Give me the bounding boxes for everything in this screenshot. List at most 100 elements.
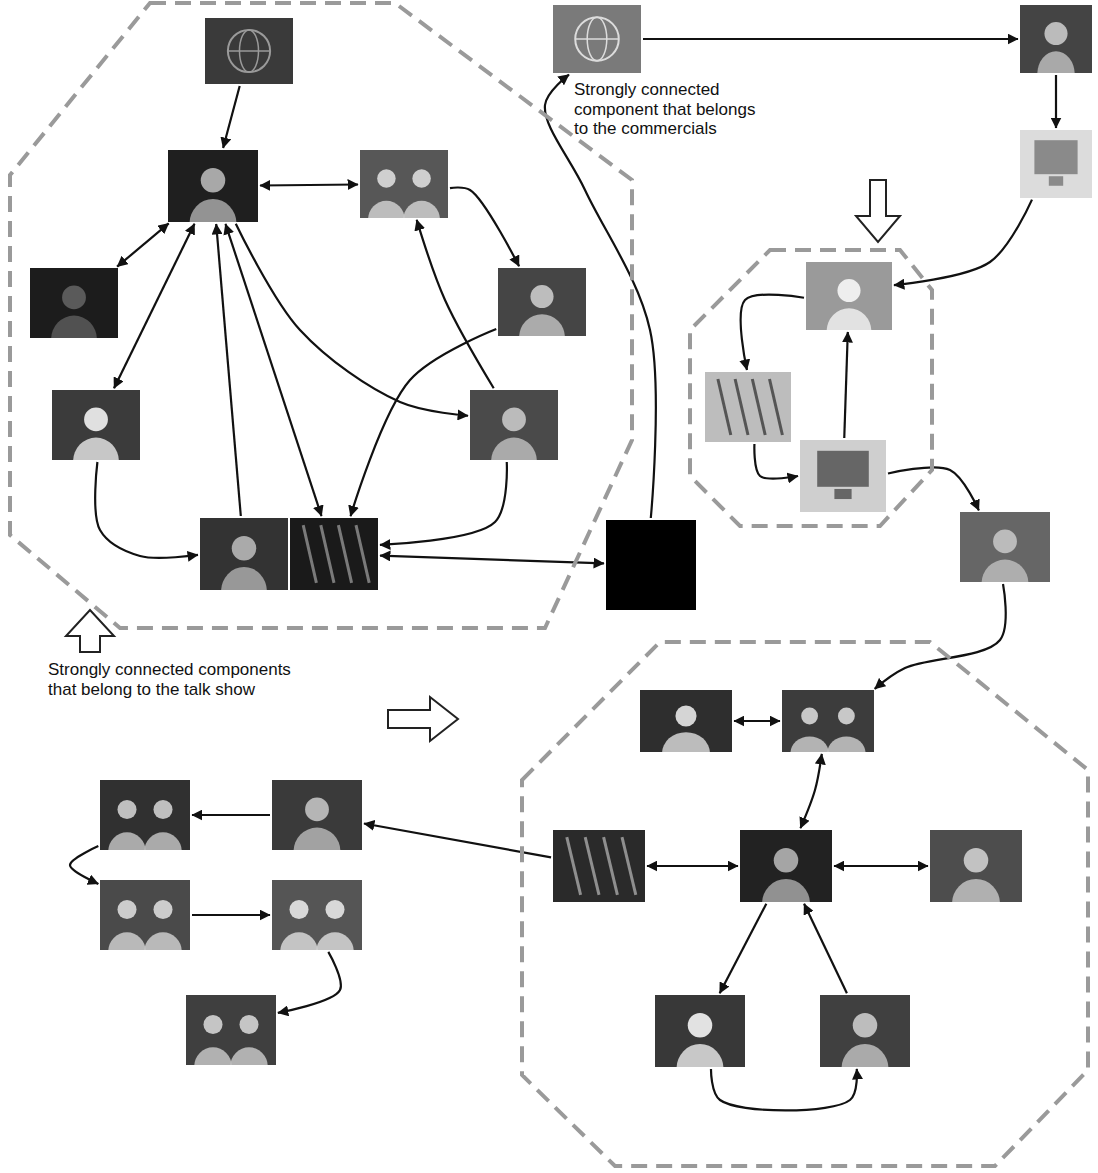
figure-head (153, 800, 172, 819)
connector (278, 952, 341, 1013)
figure-shoulders (1037, 51, 1074, 73)
video-frame (186, 995, 276, 1065)
frame-ground (705, 372, 791, 442)
connector (800, 754, 821, 828)
connector (741, 295, 804, 370)
video-frame (272, 780, 362, 850)
frame-ground (553, 830, 645, 902)
frame-streak (604, 837, 618, 895)
figure-head (305, 798, 329, 822)
video-frame (782, 690, 874, 752)
connector (117, 223, 169, 266)
connector (192, 914, 270, 916)
component-region (688, 248, 934, 528)
figure-shoulders (144, 832, 181, 850)
frame-ground (800, 440, 886, 512)
figure-head (412, 169, 430, 187)
frame-thumbnail (52, 390, 140, 460)
video-frame (205, 18, 293, 84)
connector (711, 1069, 857, 1111)
figure-shoulders (368, 201, 405, 218)
frame-streak (338, 525, 351, 583)
video-frame (290, 518, 378, 590)
video-frame (740, 830, 832, 902)
frame-streak (735, 379, 748, 435)
hollow-arrow (856, 180, 900, 242)
figure-shoulders (827, 736, 865, 752)
frame-thumbnail (1020, 5, 1092, 73)
connector (417, 220, 494, 388)
figure-head (153, 900, 172, 919)
frame-thumbnail (498, 268, 586, 336)
figure-shoulders (108, 832, 145, 850)
video-frame (655, 995, 745, 1067)
figure-head (325, 900, 344, 919)
video-frame (200, 518, 288, 590)
frame-ground (290, 518, 378, 590)
figure-head (232, 536, 256, 560)
component-region (520, 640, 1090, 1168)
figure-head (201, 168, 225, 192)
globe-outline (228, 30, 270, 72)
monitor-stand (1049, 176, 1063, 186)
globe-equator (228, 50, 270, 52)
connector (260, 184, 358, 185)
frame-thumbnail (272, 780, 362, 850)
figure-head (530, 285, 553, 308)
video-frame (705, 372, 791, 442)
frame-ground (1020, 130, 1092, 198)
figure-head (289, 900, 308, 919)
connector (643, 38, 1018, 40)
video-frame (1020, 5, 1092, 73)
video-frame (498, 268, 586, 336)
frame-thumbnail (806, 262, 892, 330)
frame-thumbnail (205, 18, 293, 84)
frame-thumbnail (782, 690, 874, 752)
connector (223, 86, 240, 148)
figure-head (837, 279, 860, 302)
figure-shoulders (677, 1044, 724, 1067)
region-outline (522, 642, 1088, 1166)
video-frame (806, 262, 892, 330)
connector (450, 187, 519, 266)
figure-head (1044, 22, 1067, 45)
video-frame (553, 5, 641, 73)
figure-head (117, 800, 136, 819)
figure-head (853, 1013, 877, 1037)
figure-shoulders (982, 560, 1029, 582)
figure-head (239, 1015, 258, 1034)
frame-thumbnail (1020, 130, 1092, 198)
figure-head (838, 708, 855, 725)
figure-shoulders (662, 732, 710, 752)
connector (216, 224, 241, 516)
frame-thumbnail (800, 440, 886, 512)
frame-thumbnail (606, 520, 696, 610)
component-region (6, 1, 636, 632)
frame-streak (321, 525, 334, 583)
frame-thumbnail (360, 150, 448, 218)
figure-shoulders (952, 879, 1000, 902)
frame-thumbnail (820, 995, 910, 1067)
connector (1055, 75, 1057, 128)
frame-thumbnail (553, 5, 641, 73)
monitor-stand (834, 489, 851, 499)
video-frame (360, 150, 448, 218)
frame-thumbnail (100, 780, 190, 850)
video-frame (960, 512, 1050, 582)
figure-head (62, 286, 86, 310)
figure-shoulders (294, 828, 341, 850)
video-frame (52, 390, 140, 460)
video-frame (640, 690, 732, 752)
annotation-label: Strongly connected component that belong… (574, 80, 764, 139)
hollow-arrow (388, 697, 458, 741)
connector (192, 814, 270, 816)
frame-thumbnail (740, 830, 832, 902)
frame-streak (567, 837, 581, 895)
frame-streak (770, 379, 783, 435)
figure-shoulders (144, 932, 181, 950)
frame-ground (606, 520, 696, 610)
figure-shoulders (790, 736, 828, 752)
figure-shoulders (316, 932, 353, 950)
video-frame (272, 880, 362, 950)
figure-head (688, 1013, 712, 1037)
